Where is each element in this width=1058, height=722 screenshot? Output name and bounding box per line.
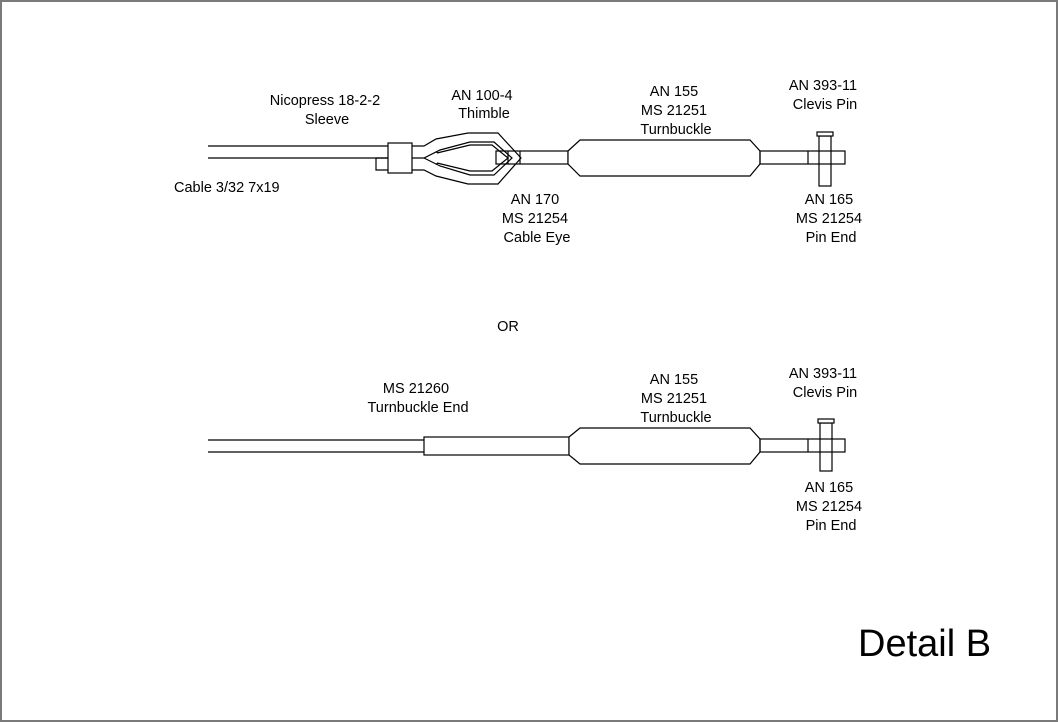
upper-turnbuckle-body [567,139,761,177]
label-upper-pin-end: AN 165 MS 21254 Pin End [796,192,866,246]
upper-cable [208,145,388,171]
or-separator: OR [497,319,519,335]
label-upper-clevis-pin: AN 393-11 Clevis Pin [789,78,861,113]
lower-pin-end [759,438,846,453]
detail-title: Detail B [858,623,991,665]
nicopress-sleeve [387,142,413,174]
label-lower-clevis-pin: AN 393-11 Clevis Pin [789,366,861,401]
thimble-loop [412,132,522,185]
label-cable-eye: AN 170 MS 21254 Cable Eye [502,192,572,246]
upper-labels: Nicopress 18-2-2 Sleeve AN 100-4 Thimble… [174,78,866,246]
label-turnbuckle-end: MS 21260 Turnbuckle End [367,381,468,416]
upper-pin-end [759,150,846,165]
lower-assembly [208,418,846,472]
label-cable: Cable 3/32 7x19 [174,180,280,196]
label-sleeve: Nicopress 18-2-2 Sleeve [270,93,384,128]
lower-cable [208,439,424,453]
label-lower-pin-end: AN 165 MS 21254 Pin End [796,480,866,534]
turnbuckle-end [423,436,570,456]
upper-clevis-pin [816,131,834,187]
label-upper-turnbuckle: AN 155 MS 21251 Turnbuckle [640,84,711,138]
lower-labels: MS 21260 Turnbuckle End AN 155 MS 21251 … [367,366,866,534]
label-thimble: AN 100-4 Thimble [451,88,516,122]
upper-assembly [208,131,846,187]
lower-turnbuckle-body [568,427,761,465]
label-lower-turnbuckle: AN 155 MS 21251 Turnbuckle [640,372,711,426]
lower-clevis-pin [817,418,835,472]
